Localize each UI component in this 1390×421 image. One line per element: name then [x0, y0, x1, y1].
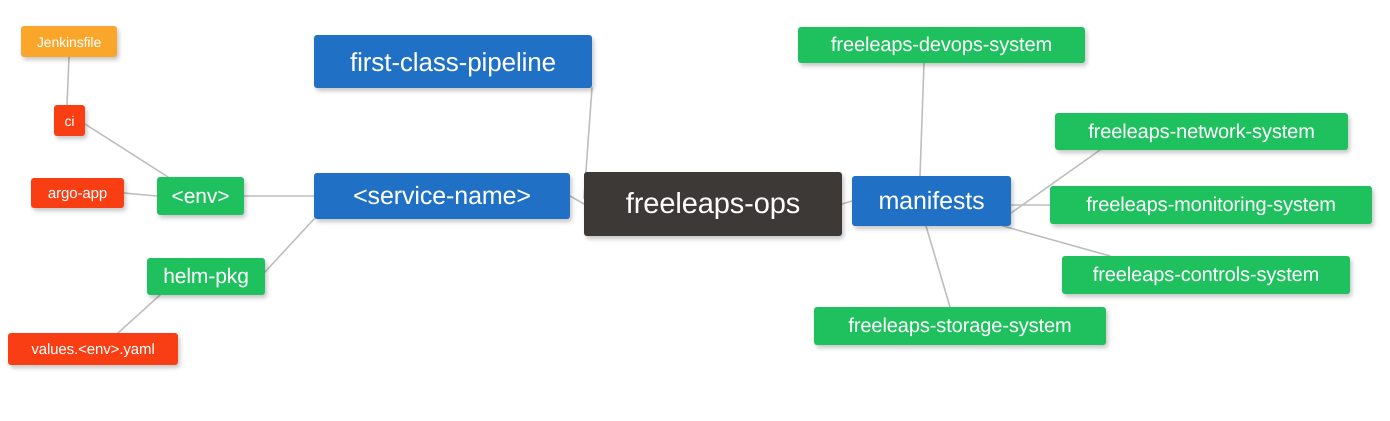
edge-manifests-to-freeleaps-controls-system: [1002, 225, 1111, 257]
mindmap-node-service-name[interactable]: <service-name>: [314, 173, 570, 219]
edge-root-to-service-name: [569, 195, 585, 205]
mindmap-node-freeleaps-devops-system[interactable]: freeleaps-devops-system: [798, 27, 1085, 63]
mindmap-node-helm-pkg[interactable]: helm-pkg: [147, 258, 265, 295]
mindmap-node-label: freeleaps-storage-system: [848, 315, 1072, 337]
edge-root-to-manifests: [841, 200, 853, 205]
mindmap-node-label: freeleaps-monitoring-system: [1086, 194, 1336, 216]
mindmap-node-label: ci: [64, 112, 75, 129]
mindmap-node-root[interactable]: freeleaps-ops: [584, 172, 842, 236]
mindmap-node-freeleaps-network-system[interactable]: freeleaps-network-system: [1055, 113, 1348, 150]
mindmap-node-label: <env>: [171, 184, 230, 208]
mindmap-node-freeleaps-controls-system[interactable]: freeleaps-controls-system: [1062, 256, 1350, 294]
edge-service-name-to-helm-pkg: [264, 218, 315, 273]
mindmap-node-first-class-pipeline[interactable]: first-class-pipeline: [314, 35, 592, 88]
mindmap-node-label: helm-pkg: [163, 265, 249, 288]
mindmap-node-label: freeleaps-ops: [625, 187, 801, 220]
mindmap-node-ci[interactable]: ci: [54, 105, 85, 136]
mindmap-node-label: freeleaps-devops-system: [830, 34, 1053, 56]
mindmap-node-freeleaps-monitoring-system[interactable]: freeleaps-monitoring-system: [1050, 186, 1372, 224]
mindmap-node-jenkinsfile[interactable]: Jenkinsfile: [21, 26, 117, 57]
edge-manifests-to-freeleaps-devops-system: [919, 62, 925, 177]
mindmap-node-label: manifests: [878, 186, 985, 215]
mindmap-node-values-env-yaml[interactable]: values.<env>.yaml: [8, 333, 178, 365]
edge-env-to-ci: [84, 123, 169, 178]
mindmap-node-argo-app[interactable]: argo-app: [31, 178, 124, 208]
mindmap-node-label: argo-app: [47, 184, 108, 202]
edge-env-to-argo-app: [123, 192, 158, 197]
mindmap-node-freeleaps-storage-system[interactable]: freeleaps-storage-system: [814, 307, 1106, 345]
mindmap-node-label: first-class-pipeline: [349, 46, 557, 77]
mindmap-node-label: values.<env>.yaml: [31, 340, 155, 358]
mindmap-node-label: Jenkinsfile: [36, 33, 102, 50]
mindmap-node-label: freeleaps-controls-system: [1092, 264, 1320, 286]
edge-helm-pkg-to-values-env-yaml: [117, 294, 161, 334]
mindmap-node-manifests[interactable]: manifests: [852, 176, 1011, 226]
mindmap-node-label: freeleaps-network-system: [1088, 120, 1315, 143]
edge-ci-to-jenkinsfile: [66, 56, 70, 106]
mindmap-node-env[interactable]: <env>: [157, 177, 244, 215]
mindmap-node-label: <service-name>: [353, 181, 531, 210]
edge-manifests-to-freeleaps-storage-system: [925, 225, 951, 308]
